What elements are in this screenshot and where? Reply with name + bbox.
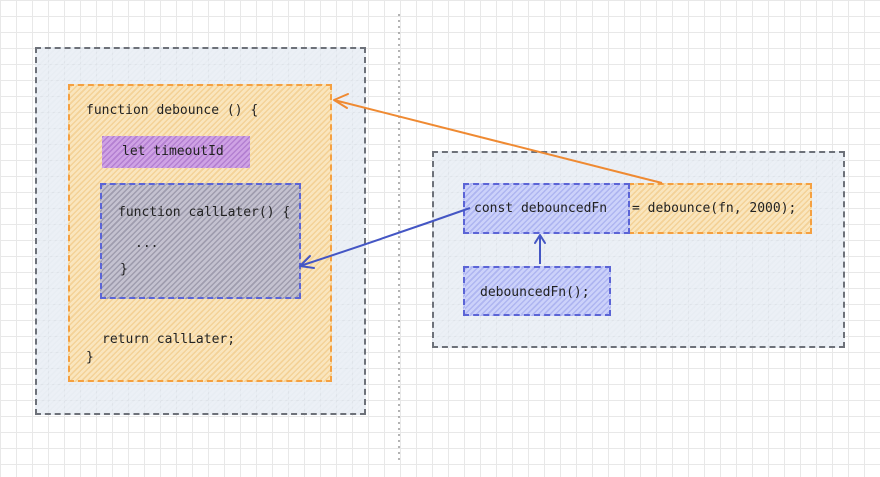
timeout-declaration-box bbox=[102, 136, 250, 168]
calllater-body-text: ... bbox=[135, 236, 159, 251]
return-statement-text: return callLater; bbox=[102, 332, 236, 347]
function-header-text: function debounce () { bbox=[86, 103, 259, 118]
assignment-text: = debounce(fn, 2000); bbox=[632, 201, 797, 216]
short-blue-arrowhead bbox=[534, 234, 546, 244]
debouncedfn-call-text: debouncedFn(); bbox=[480, 285, 590, 300]
calllater-header-text: function callLater() { bbox=[118, 205, 291, 220]
debouncedfn-call-box bbox=[463, 266, 611, 316]
orange-arrow bbox=[333, 99, 663, 184]
blue-arrow bbox=[299, 207, 471, 267]
calllater-function-box bbox=[100, 183, 301, 299]
blue-arrowhead bbox=[299, 255, 315, 269]
calllater-close-text: } bbox=[120, 262, 128, 277]
const-declaration-text: const debouncedFn bbox=[474, 201, 608, 216]
orange-arrowhead bbox=[333, 93, 349, 109]
timeout-declaration-text: let timeoutId bbox=[122, 144, 224, 159]
debounce-call-box bbox=[628, 183, 812, 234]
const-declaration-box bbox=[463, 183, 630, 234]
function-close-text: } bbox=[86, 350, 94, 365]
